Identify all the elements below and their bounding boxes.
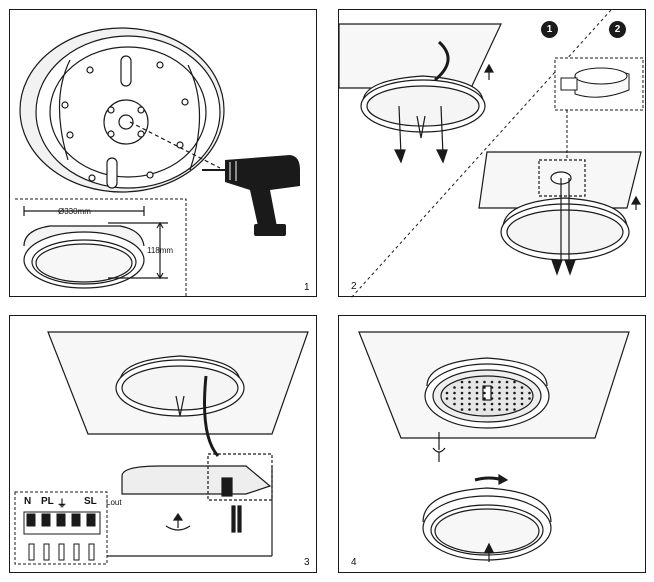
led-hole: [498, 402, 501, 406]
ceiling-plate-step1: [339, 23, 502, 164]
led-hole: [528, 397, 531, 400]
led-hole: [475, 391, 479, 395]
panel-2: 1 2 2: [338, 9, 646, 298]
led-hole: [498, 386, 501, 389]
luminaire-base-plate: [19, 27, 225, 193]
terminal-label-pl: PL: [41, 496, 54, 507]
led-hole: [513, 386, 516, 389]
led-hole: [468, 391, 471, 395]
led-hole: [460, 380, 464, 384]
panel-4: 4: [338, 315, 646, 573]
led-hole: [505, 386, 509, 389]
led-hole: [483, 380, 486, 384]
height-label: 118mm: [147, 246, 174, 255]
led-hole: [468, 380, 471, 384]
led-hole: [468, 402, 471, 406]
lout-label: Lout: [106, 498, 122, 507]
led-hole: [483, 397, 486, 400]
luminaire-side-view: [23, 206, 168, 289]
led-hole: [475, 402, 479, 406]
led-hole: [505, 402, 509, 406]
led-hole: [483, 408, 486, 411]
led-hole: [483, 402, 486, 406]
led-hole: [498, 380, 501, 384]
ceiling-plate: [47, 331, 309, 458]
led-hole: [468, 386, 471, 389]
panel-2-drawing: [339, 10, 644, 298]
led-hole: [475, 386, 479, 389]
step-badge-2: 2: [609, 21, 626, 38]
led-hole: [498, 391, 501, 395]
led-hole: [490, 408, 494, 411]
led-hole: [453, 391, 456, 395]
led-hole: [460, 397, 464, 400]
led-hole: [460, 408, 464, 411]
led-hole: [498, 397, 501, 400]
ceiling-plate-step2: [478, 151, 642, 276]
led-hole: [483, 386, 486, 389]
led-hole: [520, 386, 524, 389]
led-hole: [445, 391, 449, 395]
led-hole: [513, 408, 516, 411]
led-hole: [513, 380, 516, 384]
led-hole: [460, 386, 464, 389]
led-hole: [453, 402, 456, 406]
diameter-label: Ø330mm: [58, 207, 91, 216]
ground-icon: ⏚: [57, 499, 67, 510]
led-hole: [460, 402, 464, 406]
panel-1-drawing: [15, 27, 300, 297]
led-hole: [453, 397, 456, 400]
led-hole: [460, 391, 464, 395]
led-hole: [475, 397, 479, 400]
led-hole: [475, 380, 479, 384]
led-holes: [445, 380, 531, 411]
panel-number: 3: [304, 557, 310, 568]
panel-4-drawing: [358, 331, 630, 562]
led-hole: [520, 402, 524, 406]
led-hole: [528, 391, 531, 395]
led-hole: [505, 397, 509, 400]
diffuser-cover: [422, 487, 552, 562]
ceiling-plate-with-base: [358, 331, 630, 439]
led-hole: [505, 408, 509, 411]
junction-box-inset: [554, 57, 644, 158]
led-hole: [490, 391, 494, 395]
panel-1: Ø330mm 118mm 1: [9, 9, 317, 297]
led-hole: [468, 408, 471, 411]
led-hole: [453, 386, 456, 389]
panel-number: 1: [304, 282, 310, 293]
panel-number: 4: [351, 557, 357, 568]
terminal-label-sl: SL: [84, 496, 97, 507]
led-hole: [505, 380, 509, 384]
panel-3: N PL ⏚ SL Lout 3: [9, 315, 317, 573]
step-badge-1: 1: [541, 21, 558, 38]
screw-and-arrow: [432, 432, 509, 485]
led-hole: [490, 397, 494, 400]
led-hole: [445, 397, 449, 400]
panel-3-drawing: [14, 331, 309, 565]
led-hole: [513, 402, 516, 406]
drill-icon: [202, 155, 300, 236]
panel-number: 2: [351, 281, 357, 292]
led-hole: [468, 397, 471, 400]
led-hole: [498, 408, 501, 411]
dimension-frame: [15, 198, 187, 297]
led-hole: [505, 391, 509, 395]
led-hole: [520, 391, 524, 395]
terminal-block: [14, 491, 108, 565]
led-hole: [490, 386, 494, 389]
led-hole: [490, 380, 494, 384]
led-hole: [475, 408, 479, 411]
driver-unit: [90, 453, 273, 557]
led-hole: [520, 397, 524, 400]
led-hole: [513, 397, 516, 400]
led-hole: [483, 391, 486, 395]
led-hole: [490, 402, 494, 406]
led-hole: [513, 391, 516, 395]
terminal-label-n: N: [24, 496, 32, 507]
